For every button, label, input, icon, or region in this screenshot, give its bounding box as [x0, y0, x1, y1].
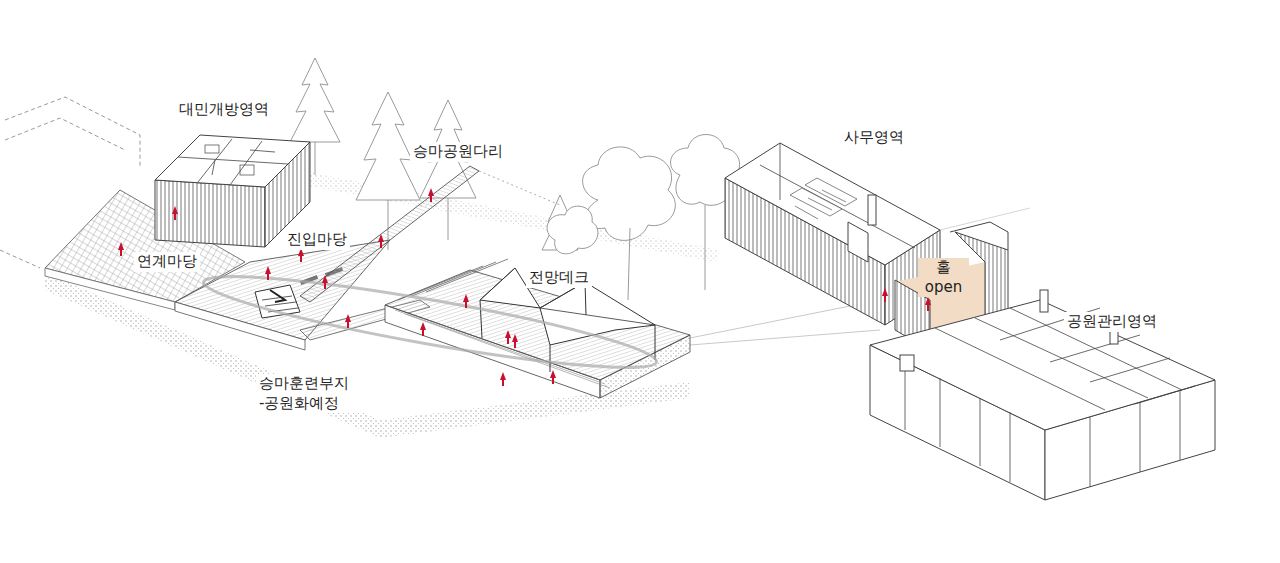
person-figures-part [298, 248, 304, 262]
person-figures-part [512, 334, 518, 348]
tree-drawing-part [290, 58, 340, 142]
person-figures [118, 188, 931, 386]
existing-building-part [5, 97, 140, 168]
person-figures-part [428, 188, 434, 202]
person-figures-part [550, 370, 556, 384]
office-building-part [760, 143, 915, 248]
person-figures-part [882, 288, 888, 302]
office-building-part-part [805, 178, 857, 206]
public-building-part [155, 135, 310, 187]
park-bridge-part [479, 171, 560, 205]
person-figures-part [420, 322, 426, 336]
route-oval [200, 260, 661, 383]
office-building-part-part [795, 190, 846, 219]
public-building-part [205, 145, 219, 153]
existing-building-part [5, 118, 125, 150]
area-label: 연계마당 [134, 252, 200, 272]
park-management-building-part [1040, 290, 1048, 312]
tree-drawing-part [448, 198, 449, 240]
person-figures-part [505, 330, 511, 344]
public-building-part [178, 139, 288, 185]
park-management-building-part [935, 308, 1182, 410]
person-figures-part [118, 242, 124, 256]
existing-building-part [0, 250, 40, 268]
tree-drawing-part [547, 206, 598, 254]
tree-drawing-part [628, 228, 630, 300]
viewing-deck-part [480, 268, 655, 345]
area-label: 승마공원다리 [410, 142, 506, 162]
person-figures-part [500, 372, 506, 386]
park-management-building-part [1000, 308, 1195, 404]
area-label: 홀 open [918, 258, 969, 297]
area-label: 진입마당 [284, 230, 350, 250]
person-figures-part [463, 294, 469, 308]
dotted-band-part [940, 208, 1030, 230]
park-management-building-part [905, 362, 1180, 487]
tree-drawing-part [705, 205, 706, 290]
park-management-building-part [900, 355, 914, 371]
office-building-part [790, 178, 857, 219]
office-building-part [725, 143, 940, 265]
area-label: 승마훈련부지 -공원화예정 [256, 374, 361, 413]
area-label: 전망데크 [526, 268, 592, 288]
office-building-part [848, 222, 868, 262]
hall-space-part [950, 222, 1008, 250]
area-label: 대민개방영역 [176, 100, 272, 120]
person-figures-part [378, 234, 384, 248]
area-label: 사무영역 [841, 128, 907, 148]
viewing-deck [385, 259, 690, 398]
person-figures-part [345, 314, 351, 328]
public-building-part [240, 165, 254, 175]
person-figures-part [322, 275, 328, 289]
public-building-part [155, 180, 265, 247]
person-figures-part [925, 297, 931, 311]
park-management-building [870, 290, 1215, 500]
person-figures-part [172, 206, 178, 220]
area-label: 공원관리영역 [1064, 312, 1160, 332]
viewing-deck-part [480, 268, 655, 325]
park-management-building-part [870, 300, 1215, 430]
tree-drawing-part [315, 142, 316, 175]
person-figures-part [265, 266, 271, 280]
office-building-part [868, 195, 876, 225]
link-plaza-part [45, 268, 175, 310]
entry-deck-part [270, 290, 285, 302]
